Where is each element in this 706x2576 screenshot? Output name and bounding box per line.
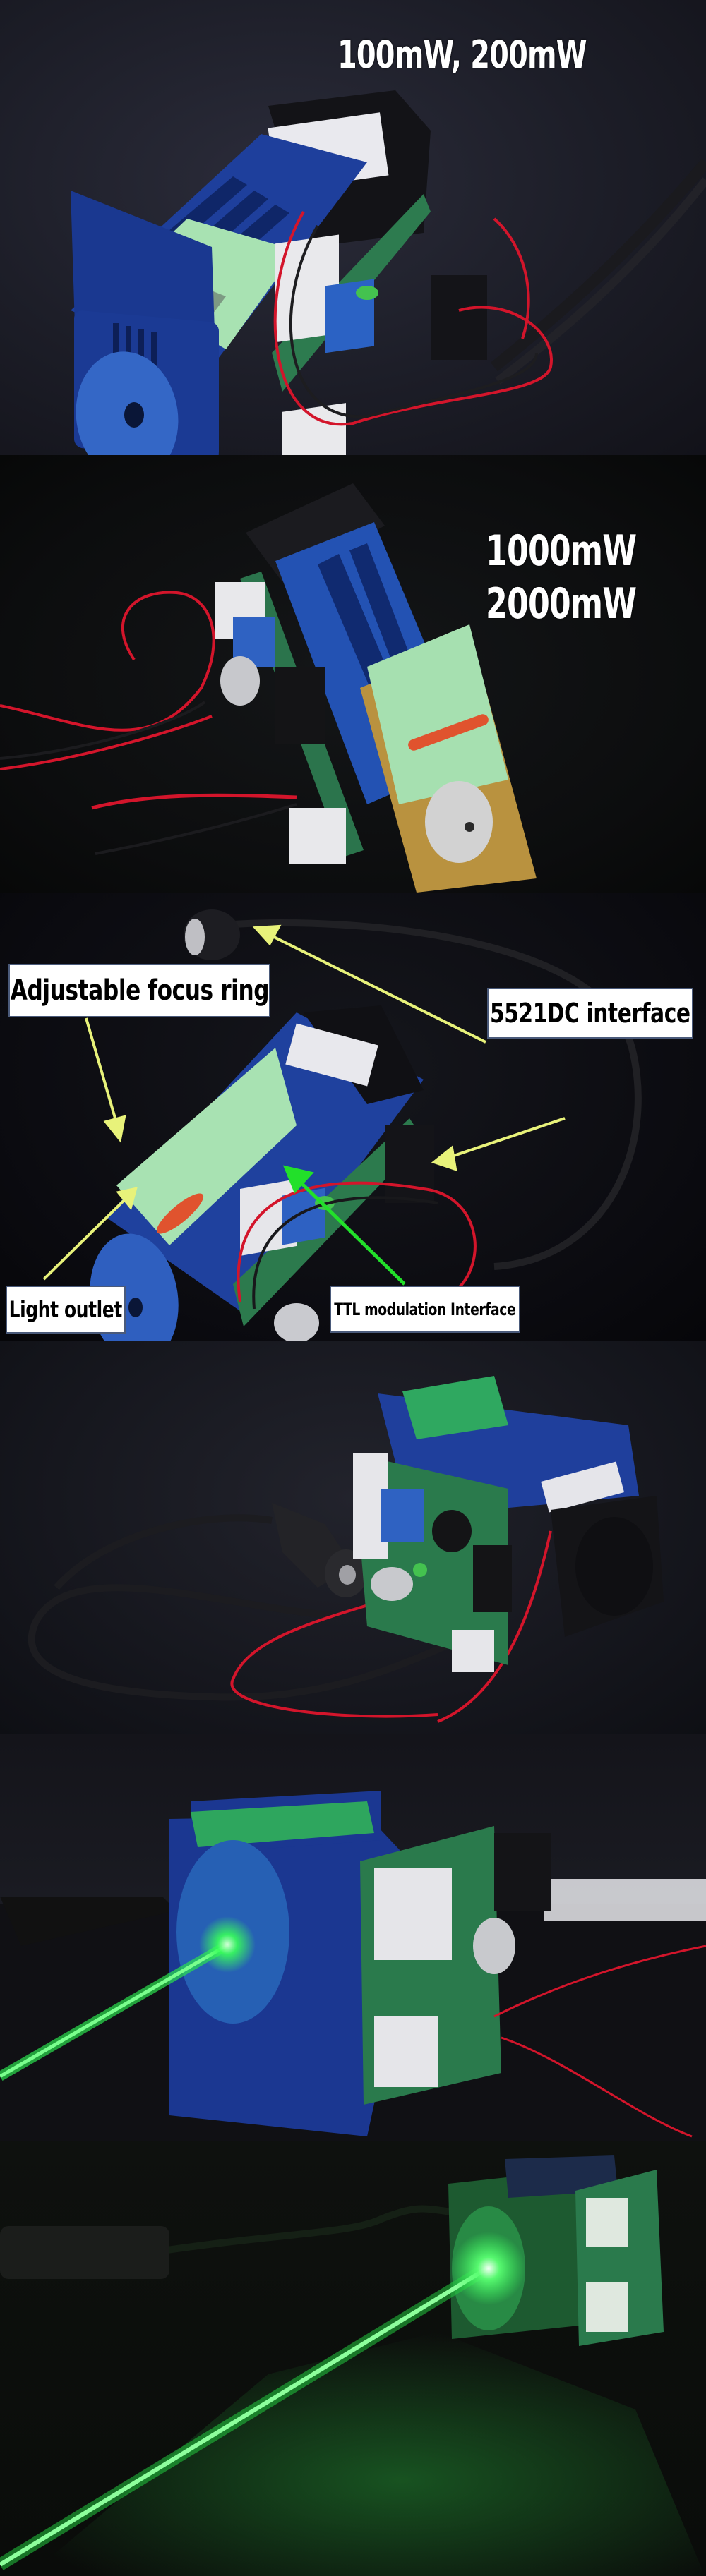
power-rating-title-2: 2000mW	[486, 579, 637, 629]
callout-focus-ring: Adjustable focus ring	[8, 964, 270, 1017]
photo-panel-2: 1000mW 2000mW	[0, 455, 706, 893]
callout-dc-interface: 5521DC interface	[487, 988, 693, 1039]
laser-module-photo-brass	[0, 483, 537, 893]
annotated-module-photo	[42, 909, 642, 1341]
photo-panel-3-annotated: Adjustable focus ring 5521DC interface L…	[0, 893, 706, 1341]
power-rating-title-1: 1000mW	[486, 526, 637, 576]
green-beam-photo	[0, 2155, 705, 2576]
module-green-beam-photo	[0, 1791, 706, 2141]
power-rating-title: 100mW, 200mW	[337, 32, 587, 77]
callout-ttl-interface: TTL modulation Interface	[330, 1286, 520, 1333]
photo-panel-4	[0, 1341, 706, 1734]
callout-light-outlet: Light outlet	[6, 1286, 126, 1334]
module-rear-fan-photo	[28, 1376, 664, 1723]
photo-panel-6	[0, 2141, 706, 2576]
photo-panel-1: 100mW, 200mW	[0, 0, 706, 455]
laser-module-photo	[71, 90, 706, 455]
photo-panel-5	[0, 1734, 706, 2141]
